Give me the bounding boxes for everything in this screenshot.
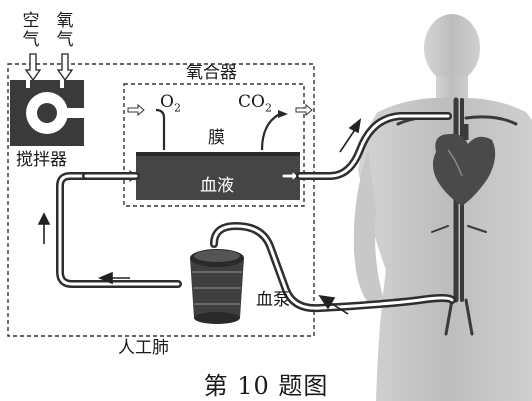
heart (433, 124, 496, 206)
artificial-lung-boundary (7, 63, 315, 337)
blood-pump-label: 血泵 (256, 290, 290, 310)
oxygenator-boundary (123, 83, 305, 207)
co2-label: CO2 (238, 92, 272, 115)
oxygenator-label: 氧合器 (186, 63, 237, 83)
oxygen-label: 氧气 (56, 11, 74, 50)
membrane-label: 膜 (208, 128, 225, 148)
blood-label: 血液 (200, 176, 234, 196)
oxygenator (136, 108, 300, 200)
air-label: 空气 (22, 11, 40, 50)
stirrer (10, 80, 86, 146)
human-body-silhouette (353, 14, 532, 401)
stirrer-label: 搅拌器 (16, 150, 67, 170)
blood-tubing (56, 112, 456, 313)
artificial-lung-label: 人工肺 (118, 338, 169, 358)
figure-caption: 第 10 题图 (203, 372, 329, 400)
blood-flow-arrows (37, 118, 362, 315)
blood-pump (190, 249, 244, 324)
gas-inlet-arrows (24, 53, 74, 82)
o2-label: O2 (160, 92, 181, 115)
